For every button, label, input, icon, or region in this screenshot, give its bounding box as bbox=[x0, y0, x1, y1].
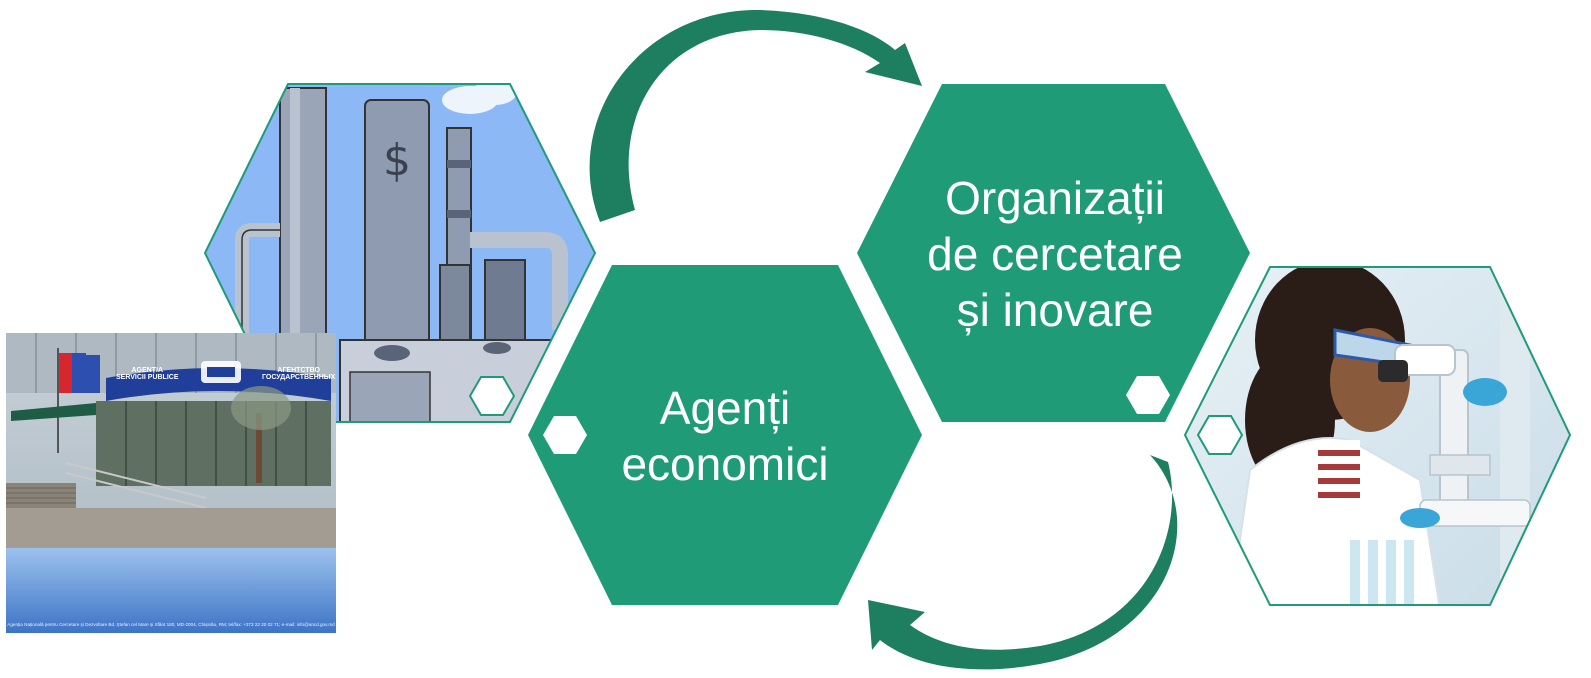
scientist-hexagon bbox=[1183, 266, 1572, 606]
economic-label-line-1: Agenți bbox=[659, 382, 791, 434]
sign-left-line-2: SERVICII PUBLICE bbox=[116, 374, 179, 382]
economic-label-line-2: economici bbox=[621, 438, 829, 491]
agency-sign-right: АГЕНТСТВО ГОСУДАРСТВЕННЫХ bbox=[262, 367, 335, 382]
economic-agents-label: Agenți economici bbox=[575, 380, 875, 492]
research-organizations-label: Organizații de cercetare și inovare bbox=[905, 170, 1205, 338]
svg-text:$: $ bbox=[383, 135, 411, 186]
small-hex-marker bbox=[1196, 415, 1244, 455]
hexagon-economic-agents bbox=[528, 265, 922, 605]
small-hex-marker bbox=[543, 416, 587, 454]
factory-hexagon: $ bbox=[203, 83, 597, 423]
agency-building-photo: AGENȚIA SERVICII PUBLICE АГЕНТСТВО ГОСУД… bbox=[6, 333, 336, 633]
cycle-arrow-bottom bbox=[868, 455, 1178, 670]
agency-footer-text: Agenția Națională pentru Cercetare și De… bbox=[7, 622, 335, 627]
sign-right-line-1: АГЕНТСТВО bbox=[277, 367, 320, 374]
agency-sign-left: AGENȚIA SERVICII PUBLICE bbox=[116, 367, 179, 382]
building-illustration bbox=[6, 333, 336, 633]
cycle-arrow-top bbox=[589, 9, 922, 222]
research-label-line-2: de cercetare bbox=[927, 228, 1183, 281]
research-label-line-3: și inovare bbox=[956, 284, 1154, 337]
small-hex-marker bbox=[468, 376, 516, 416]
factory-illustration-icon: $ bbox=[205, 84, 595, 422]
small-hex-marker bbox=[1126, 376, 1170, 414]
sign-left-line-1: AGENȚIA bbox=[131, 367, 164, 374]
hexagon-research-organizations bbox=[857, 84, 1250, 422]
sign-right-line-2: ГОСУДАРСТВЕННЫХ bbox=[262, 374, 336, 382]
research-label-line-1: Organizații bbox=[945, 172, 1165, 224]
scientist-microscope-illustration bbox=[1185, 267, 1570, 605]
